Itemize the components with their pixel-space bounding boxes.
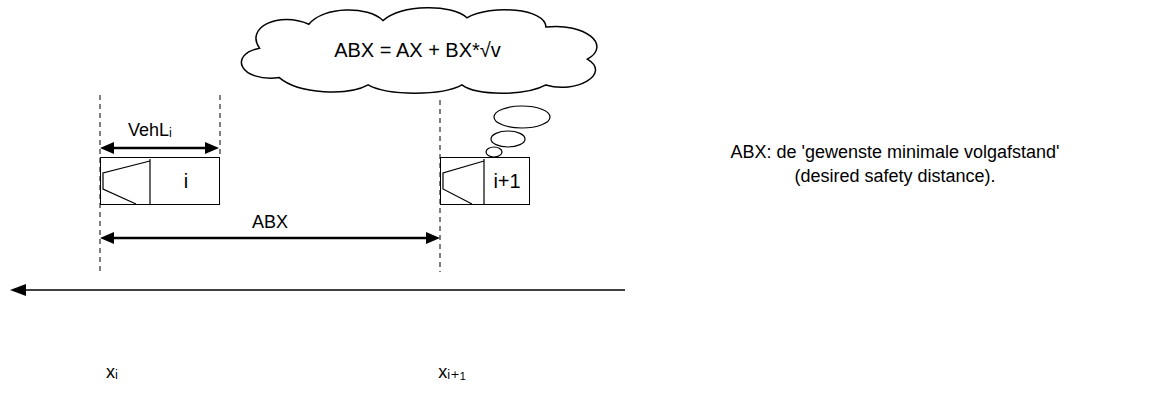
thought-bubble	[491, 131, 525, 147]
arrow-head	[100, 142, 114, 154]
dimension-line	[110, 237, 430, 240]
arrow-head	[426, 232, 440, 244]
thought-bubble	[494, 106, 550, 128]
arrow-head	[205, 142, 219, 154]
formula-text: ABX = AX + BX*√v	[334, 39, 501, 62]
vehicle-detail	[483, 159, 484, 204]
dimension-label: ABX	[252, 210, 288, 234]
vehicle-detail	[103, 161, 150, 204]
position-label: xᵢ₊₁	[438, 360, 465, 384]
vehicle-detail	[443, 161, 484, 204]
vehicle-detail	[149, 159, 150, 204]
axis-line	[22, 289, 625, 291]
position-label: xᵢ	[106, 360, 118, 384]
axis-arrow	[10, 284, 26, 296]
vehicle-label: i+1	[493, 170, 520, 193]
vehicle-box: i+1	[440, 157, 530, 205]
dimension-label: VehLᵢ	[128, 118, 172, 142]
thought-cloud: ABX = AX + BX*√v	[220, 4, 615, 96]
vehicle-label: i	[184, 170, 188, 193]
reference-line	[220, 95, 221, 157]
arrow-head	[100, 232, 114, 244]
dimension-line	[110, 147, 210, 150]
thought-bubble	[486, 147, 502, 157]
legend-note: ABX: de 'gewenste minimale volgafstand' …	[715, 140, 1075, 189]
vehicle-box: i	[100, 157, 220, 205]
